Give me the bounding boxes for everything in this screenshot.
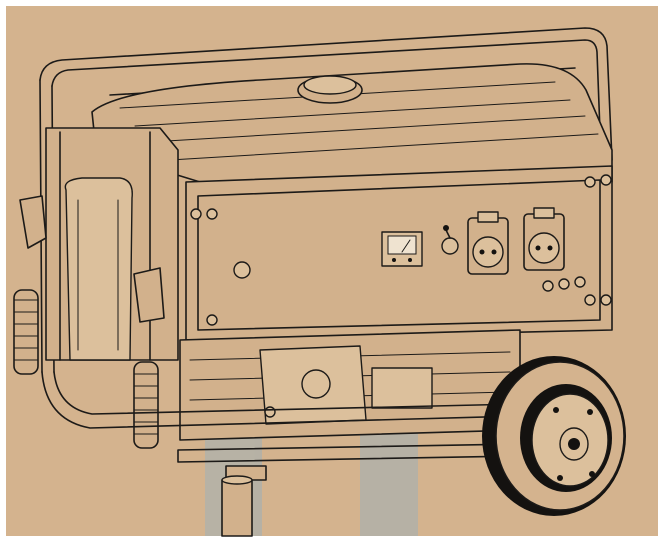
left-grip (13, 195, 47, 375)
battery (371, 367, 433, 409)
bolt-icon (233, 261, 251, 279)
socket-right (523, 207, 565, 271)
socket-left (467, 211, 509, 275)
engine-block (179, 329, 521, 441)
foot (221, 475, 253, 537)
terminal-posts (542, 276, 586, 292)
wheel (482, 356, 626, 516)
left-handle-frame (45, 127, 179, 361)
toggle-switch (441, 225, 459, 255)
fuel-tank (91, 63, 613, 183)
voltmeter (381, 231, 423, 267)
